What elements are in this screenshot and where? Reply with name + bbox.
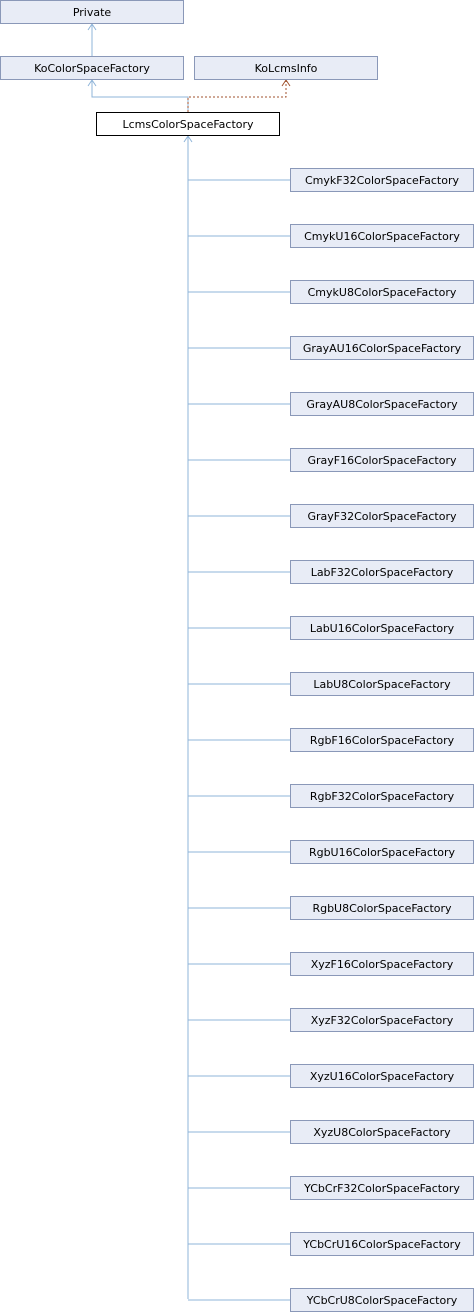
node-subclass-box — [290, 1176, 474, 1200]
node-subclass[interactable]: GrayF16ColorSpaceFactory — [290, 448, 474, 472]
node-subclass[interactable]: GrayAU8ColorSpaceFactory — [290, 392, 474, 416]
node-subclass-box — [290, 280, 474, 304]
node-subclass-box — [290, 560, 474, 584]
node-subclass-label: RgbU8ColorSpaceFactory — [312, 902, 452, 915]
node-subclass-box — [290, 1008, 474, 1032]
node-subclass[interactable]: RgbF32ColorSpaceFactory — [290, 784, 474, 808]
node-subclass[interactable]: XyzF32ColorSpaceFactory — [290, 1008, 474, 1032]
node-subclass[interactable]: GrayF32ColorSpaceFactory — [290, 504, 474, 528]
node-subclass[interactable]: CmykU8ColorSpaceFactory — [290, 280, 474, 304]
edge-lcms-kolcmsinfo — [187, 80, 287, 112]
node-subclass-label: RgbF32ColorSpaceFactory — [310, 790, 455, 803]
subclass-edges — [188, 179, 291, 1301]
node-subclass-label: CmykF32ColorSpaceFactory — [305, 174, 460, 187]
node-lcmscolorspacefactory[interactable]: LcmsColorSpaceFactory — [96, 112, 280, 136]
node-subclass[interactable]: XyzF16ColorSpaceFactory — [290, 952, 474, 976]
node-subclass-box — [290, 728, 474, 752]
node-subclass-box — [290, 1064, 474, 1088]
top-edges — [87, 23, 291, 1299]
node-subclass[interactable]: XyzU8ColorSpaceFactory — [290, 1120, 474, 1144]
node-subclass[interactable]: CmykF32ColorSpaceFactory — [290, 168, 474, 192]
node-subclass-label: CmykU8ColorSpaceFactory — [308, 286, 457, 299]
node-subclass-box — [290, 448, 474, 472]
node-subclass-box — [290, 168, 474, 192]
node-subclass-label: GrayAU16ColorSpaceFactory — [303, 342, 462, 355]
node-subclass-box — [290, 224, 474, 248]
node-subclass-box — [290, 1232, 474, 1256]
node-subclass-box — [290, 952, 474, 976]
node-subclass[interactable]: YCbCrU16ColorSpaceFactory — [290, 1232, 474, 1256]
node-subclass[interactable]: LabU16ColorSpaceFactory — [290, 616, 474, 640]
node-subclass-box — [290, 616, 474, 640]
node-subclass-label: YCbCrU16ColorSpaceFactory — [302, 1238, 461, 1251]
node-subclass-label: GrayF16ColorSpaceFactory — [307, 454, 457, 467]
node-subclass[interactable]: RgbU16ColorSpaceFactory — [290, 840, 474, 864]
node-subclass[interactable]: RgbU8ColorSpaceFactory — [290, 896, 474, 920]
node-subclass-label: GrayF32ColorSpaceFactory — [307, 510, 457, 523]
node-subclass-box — [290, 840, 474, 864]
node-private-label: Private — [73, 6, 112, 19]
node-subclass-label: XyzF16ColorSpaceFactory — [311, 958, 454, 971]
node-subclass-label: RgbU16ColorSpaceFactory — [309, 846, 456, 859]
node-subclass-label: RgbF16ColorSpaceFactory — [310, 734, 455, 747]
node-subclass[interactable]: XyzU16ColorSpaceFactory — [290, 1064, 474, 1088]
node-kocolorspacefactory[interactable]: KoColorSpaceFactory — [0, 56, 184, 80]
node-subclass-label: LabU16ColorSpaceFactory — [310, 622, 455, 635]
node-kolcmsinfo[interactable]: KoLcmsInfo — [194, 56, 378, 80]
edge-lcms-kocolorspacefactory — [91, 80, 189, 112]
node-subclass-label: YCbCrU8ColorSpaceFactory — [306, 1294, 458, 1307]
subclass-nodes: CmykF32ColorSpaceFactoryCmykU16ColorSpac… — [290, 168, 474, 1312]
node-kolcmsinfo-label: KoLcmsInfo — [255, 62, 318, 75]
node-subclass[interactable]: RgbF16ColorSpaceFactory — [290, 728, 474, 752]
node-subclass[interactable]: YCbCrF32ColorSpaceFactory — [290, 1176, 474, 1200]
node-subclass[interactable]: GrayAU16ColorSpaceFactory — [290, 336, 474, 360]
node-subclass[interactable]: LabU8ColorSpaceFactory — [290, 672, 474, 696]
node-subclass[interactable]: CmykU16ColorSpaceFactory — [290, 224, 474, 248]
node-subclass-label: YCbCrF32ColorSpaceFactory — [303, 1182, 460, 1195]
node-subclass-label: GrayAU8ColorSpaceFactory — [306, 398, 458, 411]
node-subclass-label: XyzF32ColorSpaceFactory — [311, 1014, 454, 1027]
node-subclass-label: LabF32ColorSpaceFactory — [311, 566, 454, 579]
node-subclass-box — [290, 336, 474, 360]
node-subclass-box — [290, 392, 474, 416]
node-subclass-box — [290, 896, 474, 920]
node-subclass-box — [290, 672, 474, 696]
node-subclass[interactable]: LabF32ColorSpaceFactory — [290, 560, 474, 584]
node-subclass[interactable]: YCbCrU8ColorSpaceFactory — [290, 1288, 474, 1312]
node-subclass-box — [290, 504, 474, 528]
node-subclass-box — [290, 1120, 474, 1144]
node-private[interactable]: Private — [0, 0, 184, 24]
node-lcmscolorspacefactory-label: LcmsColorSpaceFactory — [122, 118, 254, 131]
node-subclass-label: XyzU16ColorSpaceFactory — [310, 1070, 455, 1083]
node-subclass-box — [290, 784, 474, 808]
node-subclass-label: CmykU16ColorSpaceFactory — [304, 230, 460, 243]
node-kocolorspacefactory-label: KoColorSpaceFactory — [34, 62, 150, 75]
node-subclass-label: XyzU8ColorSpaceFactory — [313, 1126, 451, 1139]
node-subclass-label: LabU8ColorSpaceFactory — [313, 678, 451, 691]
